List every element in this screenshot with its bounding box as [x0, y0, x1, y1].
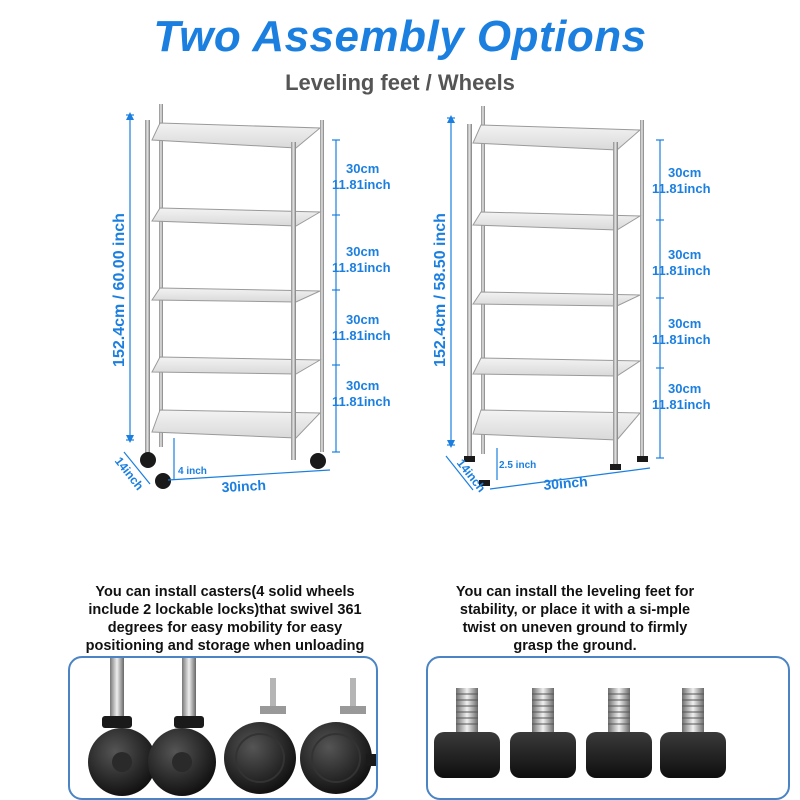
leveling-foot — [637, 456, 648, 462]
left-gap-cm-2: 30cm — [346, 244, 379, 259]
right-gap-cm-3: 30cm — [668, 316, 701, 331]
casters-photo-panel — [68, 656, 378, 800]
right-gap-in-4: 11.81inch — [652, 397, 711, 412]
right-gap-in-2: 11.81inch — [652, 263, 711, 278]
right-depth-label: 14inch — [454, 456, 488, 495]
right-gap-cm-1: 30cm — [668, 165, 701, 180]
page-title: Two Assembly Options — [153, 12, 647, 61]
left-gap-cm-1: 30cm — [346, 161, 379, 176]
right-clearance-label: 2.5 inch — [499, 460, 536, 471]
leveling-foot-icon — [660, 688, 726, 778]
right-width-label: 30inch — [543, 473, 589, 493]
leveling-feet-illustration — [434, 688, 726, 778]
left-gap-in-2: 11.81inch — [332, 260, 391, 275]
leveling-foot-icon — [510, 688, 576, 778]
caster-wheel-icon — [300, 722, 372, 794]
leveling-foot — [610, 464, 621, 470]
casters-illustration — [88, 658, 376, 796]
leveling-foot — [464, 456, 475, 462]
left-clearance-label: 4 inch — [178, 466, 207, 477]
left-gap-in-1: 11.81inch — [332, 177, 391, 192]
leveling-foot — [479, 480, 490, 486]
casters-description: You can install casters(4 solid wheels i… — [85, 584, 365, 654]
left-gap-cm-4: 30cm — [346, 378, 379, 393]
left-gap-in-3: 11.81inch — [332, 328, 391, 343]
left-height-label: 152.4cm / 60.00 inch — [111, 213, 128, 367]
left-gap-in-4: 11.81inch — [332, 394, 391, 409]
left-shelf-unit — [140, 104, 326, 489]
right-shelf-unit — [464, 106, 648, 486]
left-width-label: 30inch — [221, 477, 266, 495]
caster-wheel — [310, 453, 326, 469]
page-subtitle: Leveling feet / Wheels — [285, 70, 515, 95]
right-gap-cm-2: 30cm — [668, 247, 701, 262]
leveling-feet-description: You can install the leveling feet for st… — [455, 584, 695, 654]
leveling-foot-icon — [434, 688, 500, 778]
right-gap-in-1: 11.81inch — [652, 181, 711, 196]
right-height-label: 152.4cm / 58.50 inch — [432, 213, 449, 367]
caster-wheel — [155, 473, 171, 489]
leveling-foot-icon — [586, 688, 652, 778]
shelf-illustrations: 152.4cm / 60.00 inch 30cm 11.81inch 30cm… — [111, 104, 711, 495]
caster-wheel — [140, 452, 156, 468]
leveling-feet-photo-panel — [426, 656, 790, 800]
right-gap-in-3: 11.81inch — [652, 332, 711, 347]
left-gap-cm-3: 30cm — [346, 312, 379, 327]
caster-wheel-icon — [224, 722, 296, 794]
right-gap-cm-4: 30cm — [668, 381, 701, 396]
